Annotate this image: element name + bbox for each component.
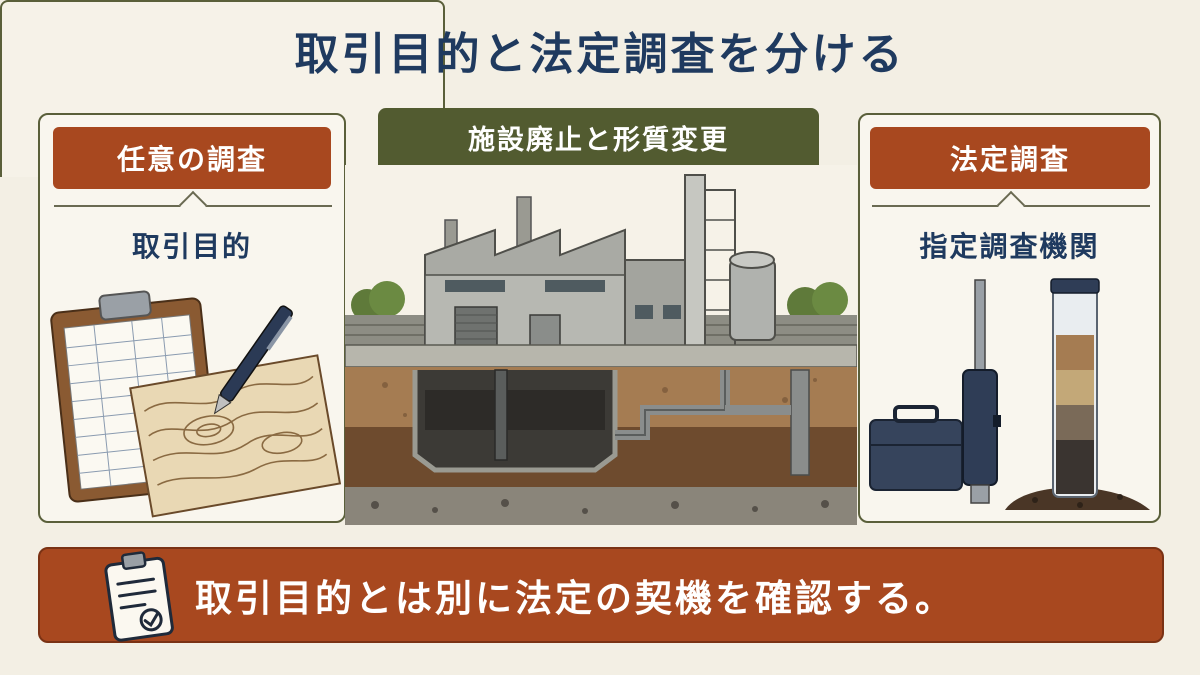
soil-sampling-equipment-icon [869, 278, 1150, 510]
designated-survey-agency-label: 指定調査機関 [919, 230, 1100, 263]
transaction-purpose-label: 取引目的 [131, 230, 252, 263]
conclusion-text: 取引目的とは別に法定の契機を確認する。 [195, 577, 955, 620]
statutory-survey-panel: 法定調査 指定調査機関 [858, 113, 1161, 523]
left-divider-notch [178, 190, 208, 220]
voluntary-survey-tag: 任意の調査 [53, 127, 331, 189]
factory-cross-section-icon [345, 165, 857, 525]
clipboard-and-map-icon [50, 290, 342, 518]
right-divider-notch [996, 190, 1026, 220]
conclusion-bar: 取引目的とは別に法定の契機を確認する。 [38, 547, 1164, 643]
checklist-clipboard-icon [104, 551, 174, 642]
facility-closure-tag: 施設廃止と形質変更 [378, 108, 819, 166]
voluntary-survey-panel: 任意の調査 取引目的 [38, 113, 346, 523]
statutory-survey-tag: 法定調査 [870, 127, 1150, 189]
page-title: 取引目的と法定調査を分ける [294, 29, 906, 80]
